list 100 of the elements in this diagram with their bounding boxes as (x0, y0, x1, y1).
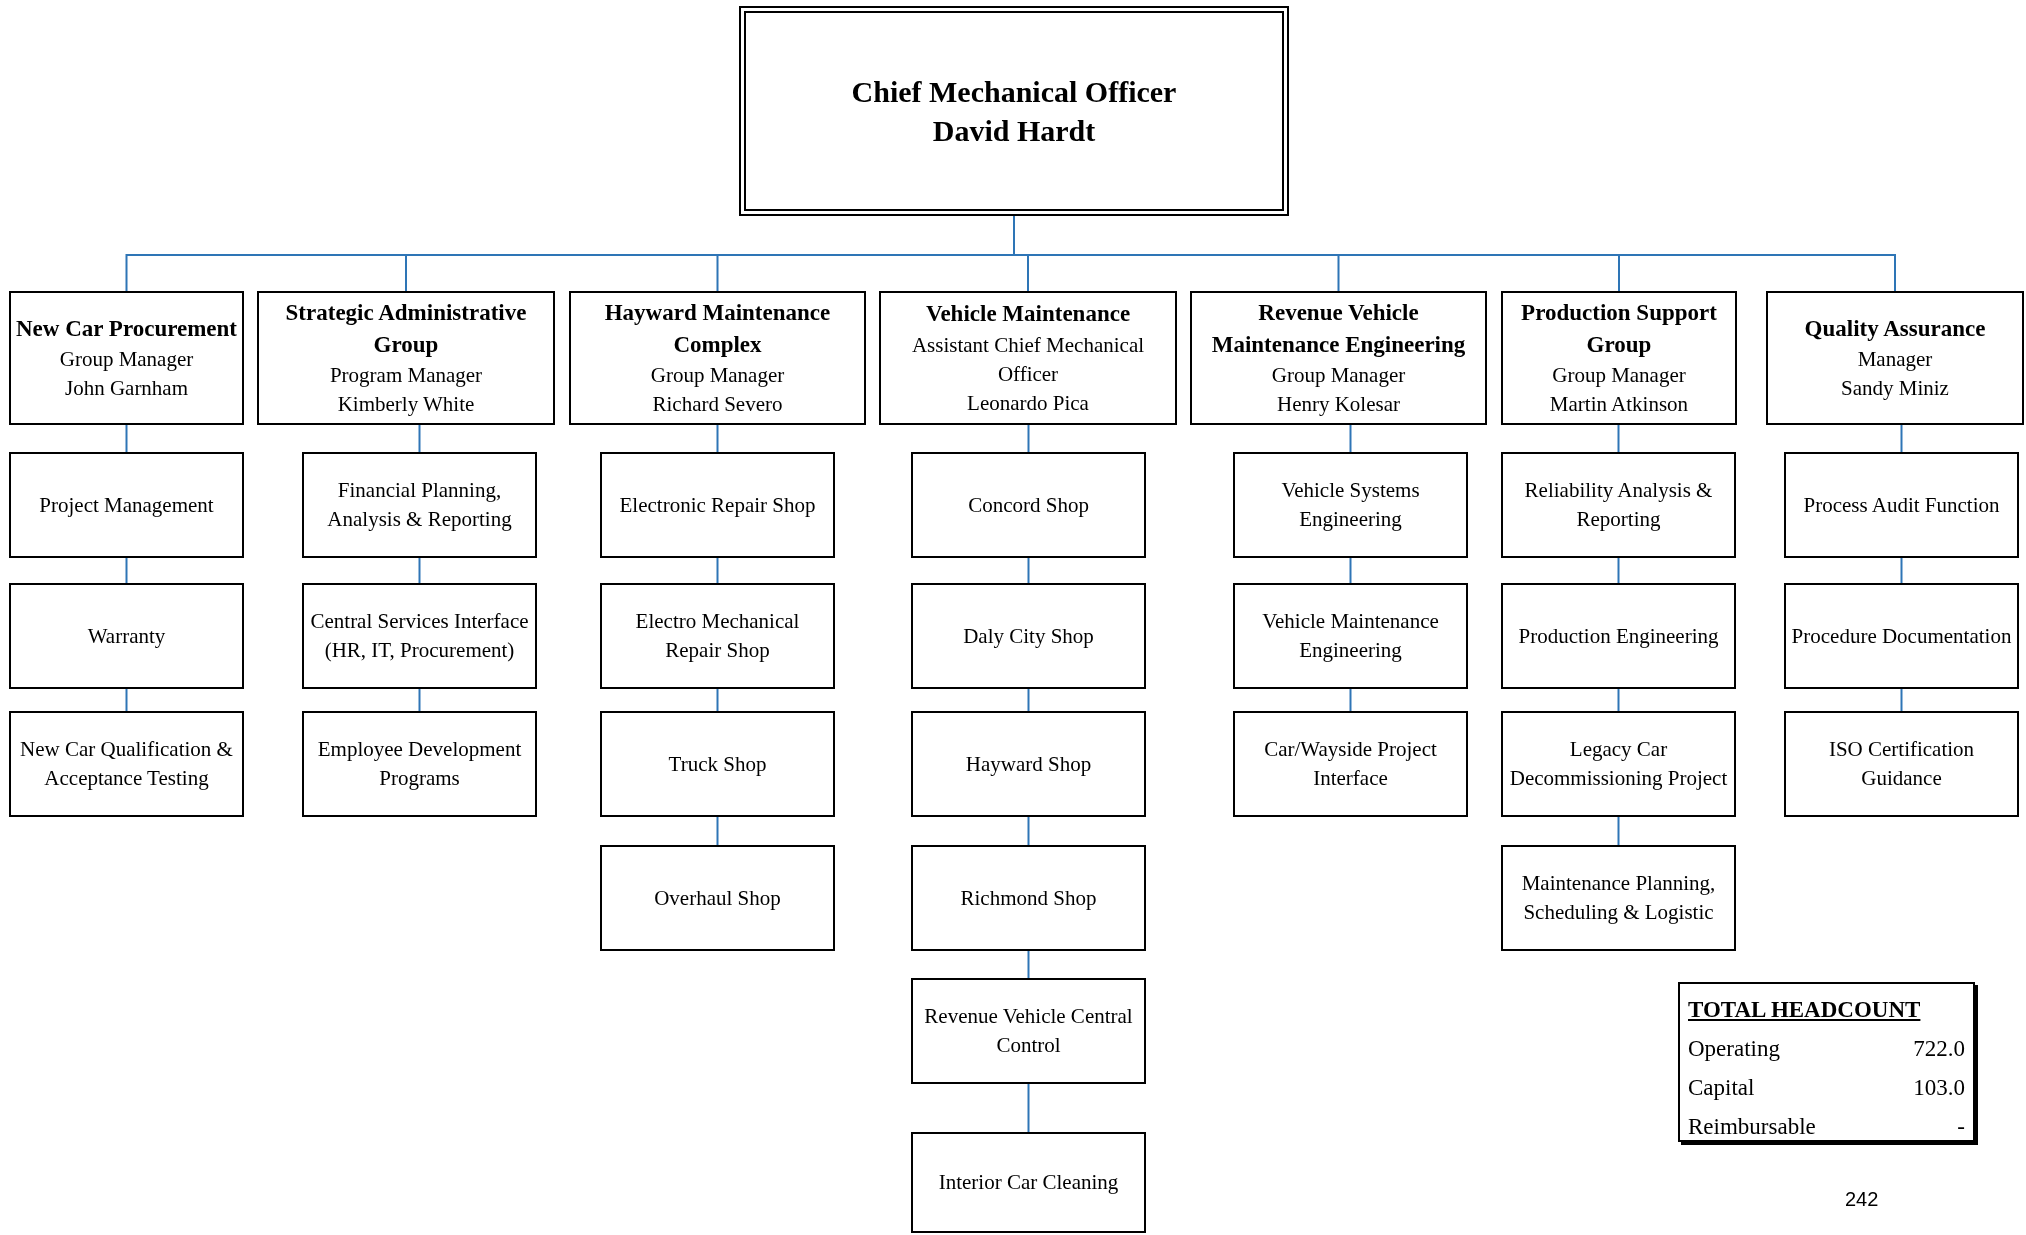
person-name: David Hardt (932, 113, 1096, 149)
unit-box (600, 711, 835, 817)
unit-box (1501, 711, 1736, 817)
unit-box (911, 1132, 1146, 1233)
unit-name: Reliability Analysis & Reporting (1523, 477, 1714, 533)
unit-box (302, 452, 537, 558)
unit-name: Richmond Shop (960, 884, 1097, 912)
row-label: Operating (1688, 1035, 1780, 1062)
department-box (569, 291, 866, 425)
unit-name: Overhaul Shop (654, 884, 781, 912)
connector-line (1900, 424, 1903, 453)
page-number: 242 (1845, 1188, 1879, 1211)
connector-line (1027, 424, 1030, 453)
person-name: Sandy Miniz (1841, 375, 1949, 403)
unit-name: Project Management (39, 491, 214, 519)
connector-line (716, 688, 719, 712)
department-box (1501, 291, 1737, 425)
department-title: Hayward Maintenance Complex (603, 298, 832, 360)
position-title: Chief Mechanical Officer (851, 74, 1177, 110)
connector-line (1349, 688, 1352, 712)
unit-name: Process Audit Function (1803, 491, 2000, 519)
unit-name: ISO Certification Guidance (1827, 736, 1976, 792)
table-heading: TOTAL HEADCOUNT (1688, 996, 1921, 1023)
unit-name: Truck Shop (668, 750, 767, 778)
unit-name: Hayward Shop (965, 750, 1092, 778)
connector-line (1027, 950, 1030, 979)
unit-name: Employee Development Programs (316, 736, 523, 792)
connector-line (1617, 816, 1620, 846)
row-value: 722.0 (1913, 1035, 1965, 1062)
role-title: Group Manager (1552, 362, 1686, 390)
connector-line (716, 424, 719, 453)
connector-line (1617, 557, 1620, 584)
unit-box (9, 583, 244, 689)
unit-box (1501, 452, 1736, 558)
department-box (1766, 291, 2024, 425)
executive-box (739, 6, 1289, 216)
connector-line (1900, 688, 1903, 712)
connector-line (418, 557, 421, 584)
connector-line (716, 557, 719, 584)
unit-box (600, 845, 835, 951)
unit-box (600, 452, 835, 558)
person-name: Henry Kolesar (1276, 391, 1400, 419)
unit-box (302, 711, 537, 817)
role-title: Manager (1857, 346, 1933, 374)
unit-box (302, 583, 537, 689)
unit-box (1784, 711, 2019, 817)
unit-name: Concord Shop (968, 491, 1089, 519)
connector-line (1349, 557, 1352, 584)
connector-line (125, 424, 128, 453)
role-title: Group Manager (59, 346, 194, 374)
connector-line (1617, 424, 1620, 453)
unit-name: Interior Car Cleaning (938, 1169, 1119, 1196)
role-title: Assistant Chief Mechanical Officer (910, 331, 1146, 388)
department-title: Production Support Group (1520, 298, 1718, 360)
department-title: Vehicle Maintenance (925, 300, 1131, 329)
role-title: Group Manager (650, 362, 785, 390)
unit-name: Revenue Vehicle Central Control (923, 1003, 1134, 1059)
connector-line (716, 816, 719, 846)
unit-box (9, 452, 244, 558)
role-title: Program Manager (329, 362, 483, 390)
unit-name: Daly City Shop (963, 622, 1094, 650)
unit-name: Vehicle Systems Engineering (1280, 477, 1421, 533)
unit-name: Warranty (87, 622, 166, 650)
unit-box (1501, 845, 1736, 951)
unit-name: Procedure Documentation (1791, 622, 2012, 650)
unit-box (911, 711, 1146, 817)
connector-line (1027, 1083, 1030, 1133)
unit-name: Legacy Car Decommissioning Project (1508, 736, 1729, 792)
unit-box (1784, 452, 2019, 558)
unit-name: Maintenance Planning, Scheduling & Logistic (1520, 870, 1717, 926)
unit-name: Car/Wayside Project Interface (1263, 736, 1438, 792)
person-name: Leonardo Pica (967, 389, 1089, 417)
row-value: 103.0 (1913, 1074, 1965, 1101)
unit-name: New Car Qualification & Acceptance Testing (19, 736, 234, 792)
unit-box (911, 583, 1146, 689)
unit-box (600, 583, 835, 689)
person-name: John Garnham (64, 375, 189, 403)
department-title: Revenue Vehicle Maintenance Engineering (1210, 298, 1467, 360)
connector-line (1900, 557, 1903, 584)
unit-box (1233, 452, 1468, 558)
row-value: - (1957, 1113, 1965, 1140)
person-name: Kimberly White (337, 391, 475, 419)
department-title: Quality Assurance (1804, 314, 1986, 343)
unit-box (1233, 583, 1468, 689)
unit-name: Production Engineering (1518, 622, 1719, 650)
department-title: New Car Procurement (16, 314, 237, 343)
unit-name: Financial Planning, Analysis & Reporting (326, 477, 513, 533)
person-name: Martin Atkinson (1549, 391, 1689, 419)
row-label: Capital (1688, 1074, 1755, 1101)
unit-name: Vehicle Maintenance Engineering (1261, 608, 1440, 664)
row-label: Reimbursable (1688, 1113, 1816, 1140)
department-box (879, 291, 1177, 425)
department-box (9, 291, 244, 425)
connector-line (1349, 424, 1352, 453)
connector-line (1027, 688, 1030, 712)
connector-line (1027, 816, 1030, 846)
unit-box (1501, 583, 1736, 689)
connector-line (418, 424, 421, 453)
unit-box (1784, 583, 2019, 689)
connector-line (125, 557, 128, 584)
